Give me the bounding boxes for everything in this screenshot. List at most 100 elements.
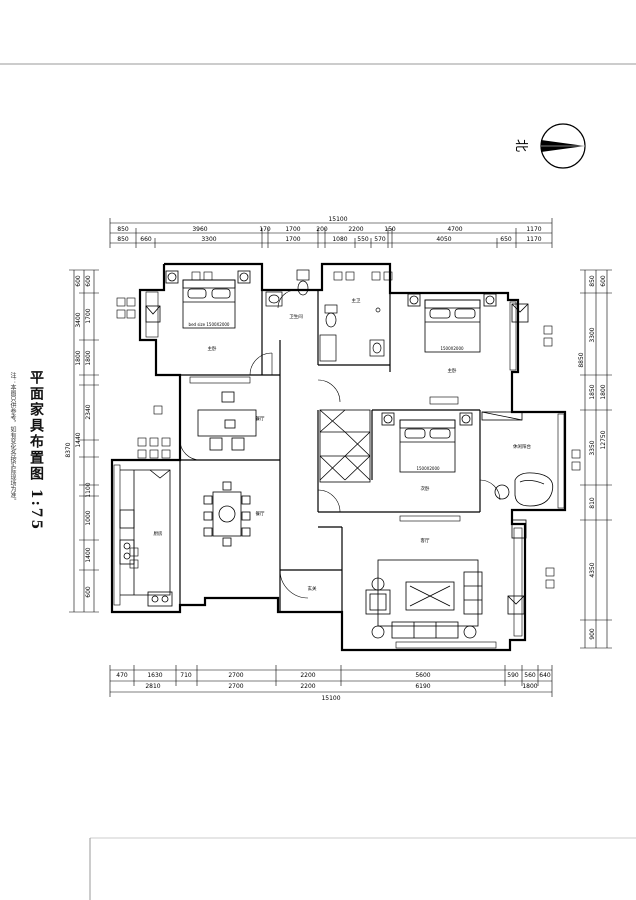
room-label: 厨房	[154, 530, 163, 537]
windows	[113, 291, 565, 649]
room-label: 卫生间	[289, 313, 303, 320]
doors	[179, 289, 501, 599]
note-text: 注：本图只供参考，如有变化各按实际现场为准。	[9, 372, 16, 504]
dim: 470	[116, 672, 128, 679]
room-label: 客厅	[421, 537, 430, 544]
dim: 2200	[300, 672, 315, 679]
dim: 850	[117, 236, 129, 243]
bed	[165, 270, 251, 329]
dim: 2700	[228, 683, 243, 690]
dim: 1800	[75, 350, 82, 365]
round-dining-table	[203, 481, 251, 547]
dim: 1700	[285, 226, 300, 233]
dim: 3300	[201, 236, 216, 243]
dim: 640	[539, 672, 551, 679]
dim: 12750	[600, 430, 607, 449]
dim: 570	[374, 236, 386, 243]
dim: 2810	[145, 683, 160, 690]
dim: 1440	[75, 432, 82, 447]
armchair	[145, 303, 529, 615]
dim: 1800	[85, 350, 92, 365]
left-dimensions	[69, 269, 99, 613]
top-dimensions	[109, 218, 553, 248]
room-label: 餐厅	[256, 510, 265, 517]
dim: 1100	[85, 482, 92, 497]
dim: 600	[85, 586, 92, 598]
dim: 8850	[578, 352, 585, 367]
bed	[407, 293, 497, 353]
bed-size-label: 1500X2000	[416, 466, 440, 471]
bed	[381, 412, 473, 473]
room-label: 餐厅	[256, 415, 265, 422]
dim: 1170	[526, 226, 541, 233]
dim: 810	[589, 497, 596, 509]
room-label: 主卫	[352, 297, 361, 304]
bed-size-label: bed size 1500X2000	[189, 322, 230, 327]
north-label: 北	[513, 138, 529, 153]
dim: 200	[316, 226, 328, 233]
dim: 900	[589, 628, 596, 640]
dim: 4350	[589, 562, 596, 577]
dim: 1800	[522, 683, 537, 690]
right-dimensions	[580, 269, 612, 649]
dim: 170	[259, 226, 271, 233]
dim: 3400	[75, 312, 82, 327]
exterior-walls	[110, 262, 567, 652]
plan-note: 注：本图只供参考，如有变化各按实际现场为准。	[8, 372, 22, 582]
dining-table	[197, 391, 257, 451]
dim: 5600	[415, 672, 430, 679]
dim: 8370	[65, 442, 72, 457]
dim: 2200	[300, 683, 315, 690]
dim: 1080	[332, 236, 347, 243]
dim: 590	[507, 672, 519, 679]
kitchen-counter	[119, 469, 173, 607]
room-label: 次卧	[421, 485, 430, 492]
dim: 6190	[415, 683, 430, 690]
dim: 660	[140, 236, 152, 243]
dim: 1850	[589, 384, 596, 399]
bottom-dimensions	[109, 665, 553, 697]
dim: 3350	[589, 440, 596, 455]
dim: 1170	[526, 236, 541, 243]
dim: 1630	[147, 672, 162, 679]
dim: 650	[500, 236, 512, 243]
top-total-dim: 15100	[328, 216, 347, 223]
lounge-chair	[494, 472, 554, 507]
north-arrow-icon	[540, 123, 586, 169]
dim: 1000	[85, 510, 92, 525]
dim: 2700	[228, 672, 243, 679]
dim: 600	[600, 275, 607, 287]
dim: 710	[180, 672, 192, 679]
bathroom-fixtures	[265, 269, 385, 362]
room-label: 主卧	[448, 367, 457, 374]
plant-icon	[116, 271, 581, 589]
dim: 1800	[600, 384, 607, 399]
scale-text: 1:75	[28, 488, 44, 532]
title-text: 平面家具布置图	[28, 370, 44, 482]
dim: 850	[117, 226, 129, 233]
room-label: 休闲阳台	[513, 443, 531, 450]
wardrobe	[319, 409, 523, 483]
dim: 3960	[192, 226, 207, 233]
room-label: 主卧	[208, 345, 217, 352]
bed-size-label: 1500X2000	[440, 346, 464, 351]
living-room-furniture	[365, 559, 483, 639]
dim: 600	[75, 275, 82, 287]
dim: 2200	[348, 226, 363, 233]
dim: 2340	[85, 404, 92, 419]
dim: 560	[524, 672, 536, 679]
dim: 600	[85, 275, 92, 287]
dim: 150	[384, 226, 396, 233]
dim: 4050	[436, 236, 451, 243]
dim: 850	[589, 275, 596, 287]
plan-title: 平面家具布置图 1:75	[26, 370, 56, 570]
room-label: 玄关	[308, 585, 317, 592]
bottom-total-dim: 15100	[321, 695, 340, 702]
dim: 1700	[85, 308, 92, 323]
dim: 550	[357, 236, 369, 243]
dim: 1700	[285, 236, 300, 243]
dim: 4700	[447, 226, 462, 233]
dim: 3300	[589, 327, 596, 342]
interior-walls	[179, 290, 481, 640]
